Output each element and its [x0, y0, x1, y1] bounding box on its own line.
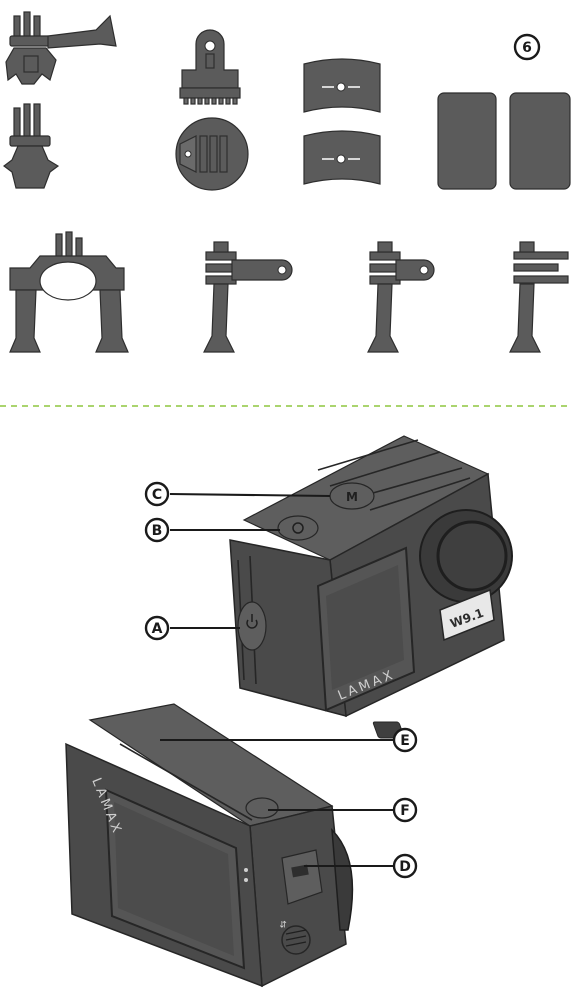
- tripod-adapter-with-thumbscrew: [5, 11, 117, 85]
- rear-shutter-button[interactable]: [245, 797, 279, 819]
- callout-f: F: [392, 797, 418, 823]
- usb-port-cover[interactable]: [281, 849, 323, 905]
- camera-front-view: W9.1 LAMAX M: [229, 435, 513, 718]
- power-button[interactable]: [237, 601, 267, 651]
- camera-rear-view: LAMAX ⇆: [65, 703, 405, 988]
- round-adhesive-mount: [175, 117, 249, 191]
- mode-icon: M: [346, 490, 358, 504]
- svg-text:C: C: [152, 487, 162, 503]
- handlebar-mount: [9, 231, 129, 353]
- svg-text:B: B: [152, 523, 163, 539]
- usb-icon: ⇆: [279, 920, 289, 928]
- callout-b: B: [144, 517, 170, 543]
- long-extension-arm: [203, 241, 293, 353]
- accessory-number-label: 6: [522, 40, 532, 56]
- callout-e: E: [392, 727, 418, 753]
- svg-text:D: D: [399, 859, 411, 875]
- shutter-icon: [292, 522, 304, 534]
- svg-text:E: E: [400, 733, 410, 749]
- curved-adhesive-pad-top: [303, 58, 381, 113]
- medium-extension-arm: [367, 241, 435, 353]
- accessory-number-badge: 6: [513, 33, 541, 61]
- curved-adhesive-pad-bottom: [303, 130, 381, 185]
- power-icon: [246, 619, 258, 629]
- svg-text:F: F: [400, 803, 410, 819]
- callout-a: A: [144, 615, 170, 641]
- adhesive-sticker-right: [509, 92, 571, 190]
- quick-release-buckle: [3, 103, 60, 189]
- callout-d: D: [392, 853, 418, 879]
- tripod-mount-adapter: [179, 29, 241, 105]
- svg-text:A: A: [152, 621, 163, 637]
- shutter-button[interactable]: [277, 515, 319, 541]
- callout-c: C: [144, 481, 170, 507]
- short-extension-arm: [509, 241, 569, 353]
- adhesive-sticker-left: [437, 92, 497, 190]
